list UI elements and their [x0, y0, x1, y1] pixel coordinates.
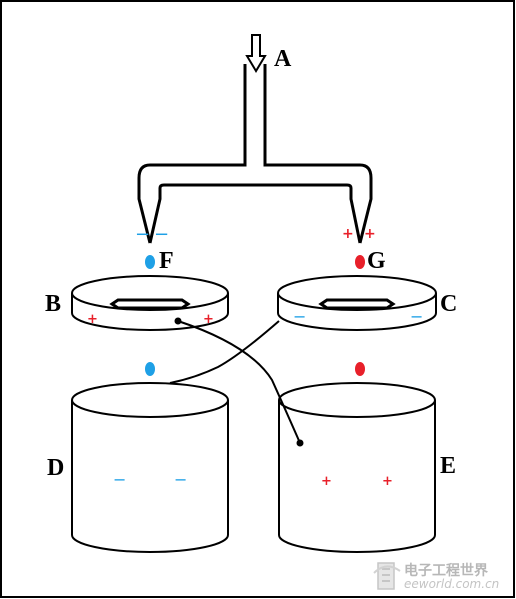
label-e: E	[440, 453, 457, 479]
droplet-negative-lower	[145, 362, 155, 376]
collector-bucket-e: + +	[278, 382, 436, 553]
wire-terminal	[174, 317, 182, 325]
eeworld-logo-icon	[373, 562, 401, 590]
collector-bucket-d: − −	[71, 382, 229, 553]
wire-ring-b-to-bucket-e	[177, 320, 301, 444]
droplet-negative-upper	[145, 255, 155, 269]
label-c: C	[440, 291, 458, 317]
inductor-ring-b: + +	[71, 275, 229, 331]
wire-ring-c-to-bucket-d	[169, 320, 280, 384]
water-inflow-arrow	[245, 34, 267, 73]
forked-water-pipe	[137, 64, 373, 244]
charge-minus: −	[174, 470, 187, 489]
charge-minus: −	[135, 224, 150, 245]
nozzle-right-charges: + +	[342, 226, 376, 242]
nozzle-left-charges: − −	[135, 224, 169, 245]
watermark-chinese-text: 电子工程世界	[404, 563, 488, 579]
charge-plus: +	[342, 226, 354, 242]
eeworld-watermark: 电子工程世界 eeworld.com.cn	[372, 557, 510, 595]
charge-minus: −	[410, 307, 423, 326]
wire-terminal	[296, 439, 304, 447]
inductor-ring-c: − −	[277, 275, 437, 331]
droplet-positive-upper	[355, 255, 365, 269]
label-a: A	[274, 46, 292, 72]
charge-minus: −	[113, 470, 126, 489]
droplet-positive-lower	[355, 362, 365, 376]
charge-plus: +	[203, 312, 214, 327]
label-g: G	[367, 248, 386, 274]
label-d: D	[47, 455, 65, 481]
charge-plus: +	[382, 474, 393, 489]
charge-plus: +	[321, 474, 332, 489]
cross-connection-wires	[169, 317, 304, 447]
label-f: F	[159, 248, 174, 274]
label-b: B	[45, 291, 62, 317]
charge-plus: +	[364, 226, 376, 242]
watermark-english-text: eeworld.com.cn	[404, 577, 500, 591]
charge-plus: +	[87, 312, 98, 327]
charge-minus: −	[293, 307, 306, 326]
charge-minus: −	[154, 224, 169, 245]
